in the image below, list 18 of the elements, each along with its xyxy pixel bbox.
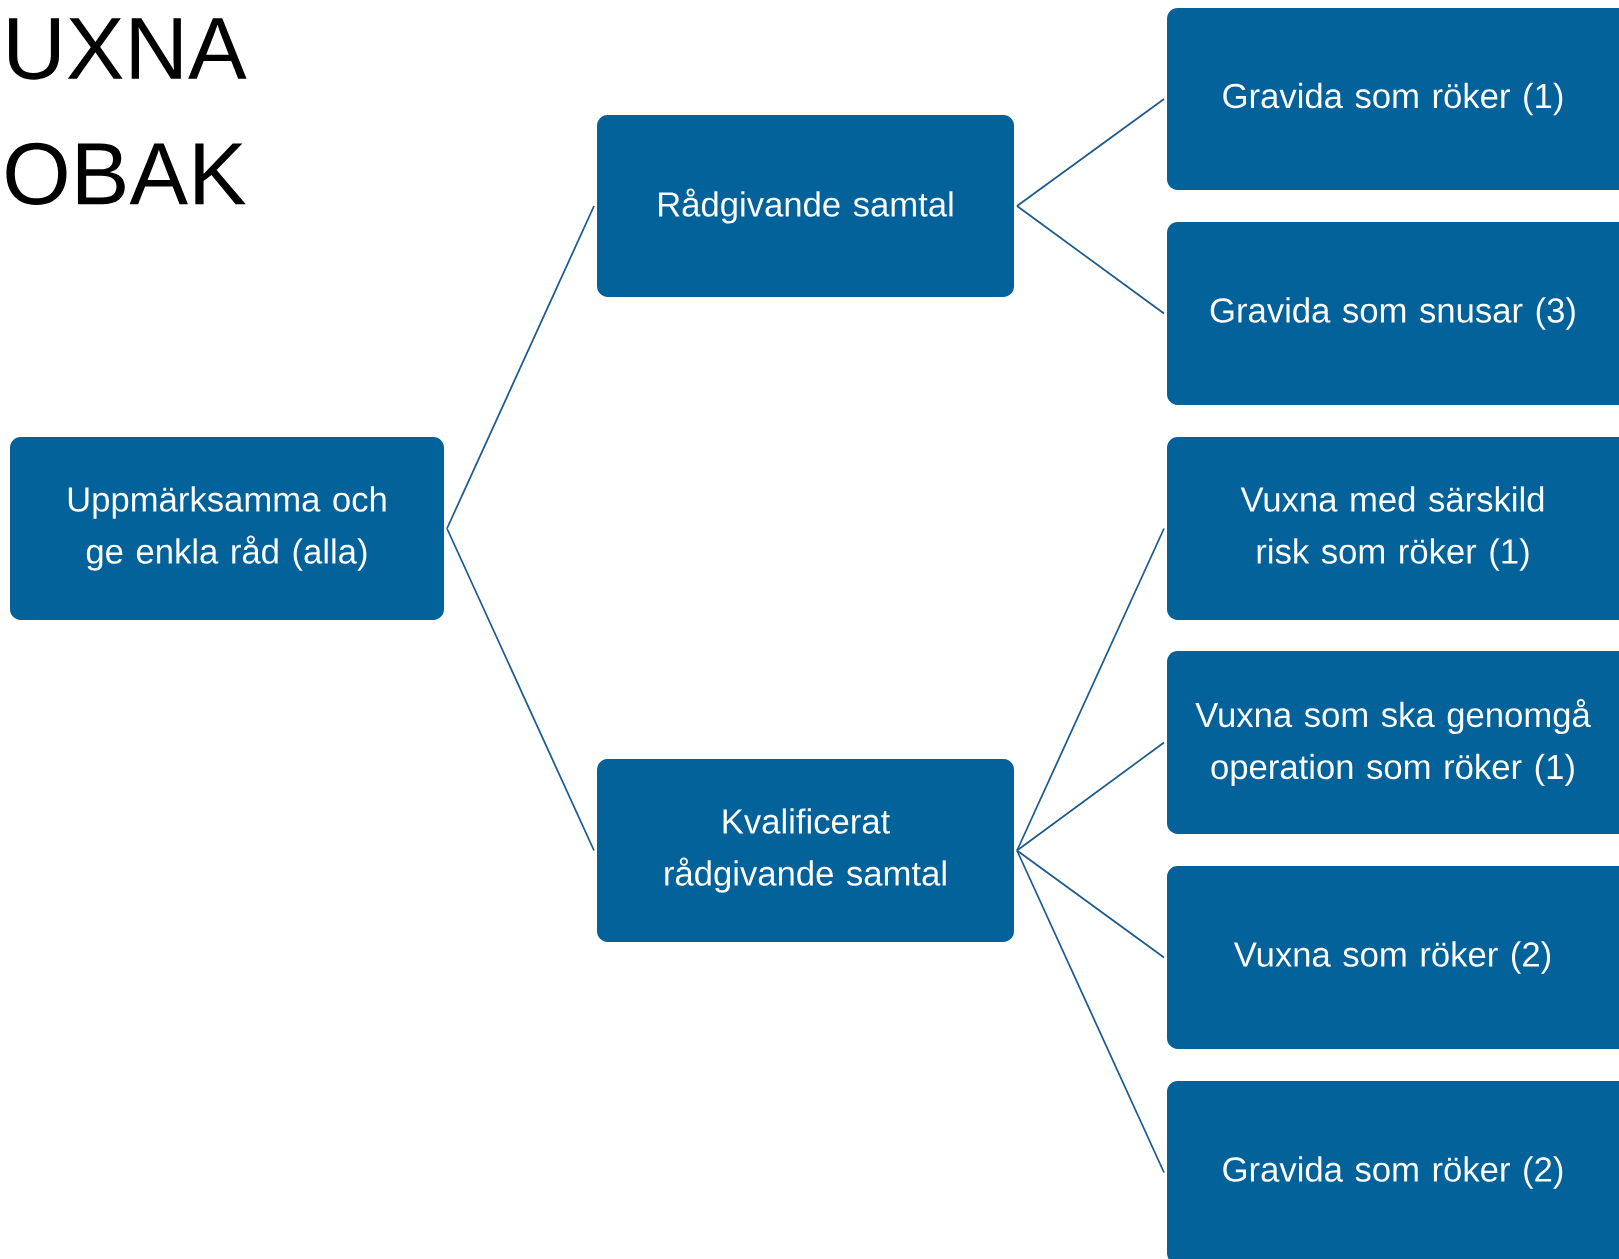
process-box: Vuxna som ska genomgå operation som röker (1)	[1167, 651, 1619, 834]
connector-line	[1016, 527, 1165, 852]
connector-line	[1016, 98, 1165, 207]
process-box: Gravida som röker (1)	[1167, 8, 1619, 190]
connector-line	[1016, 849, 1165, 1174]
title: UXNA OBAK	[6, 18, 247, 205]
process-box: Gravida som röker (2)	[1167, 1081, 1619, 1259]
process-box: Gravida som snusar (3)	[1167, 222, 1619, 405]
process-box: Uppmärksamma och ge enkla råd (alla)	[10, 437, 444, 620]
process-box: Rådgivande samtal	[597, 115, 1014, 297]
connector-line	[1016, 205, 1165, 315]
connector-line	[1016, 849, 1165, 959]
connector-line	[446, 527, 595, 852]
process-box: Vuxna som röker (2)	[1167, 866, 1619, 1049]
connector-line	[446, 205, 595, 530]
process-box: Vuxna med särskild risk som röker (1)	[1167, 437, 1619, 620]
connector-line	[1016, 741, 1165, 852]
process-box: Kvalificerat rådgivande samtal	[597, 759, 1014, 942]
